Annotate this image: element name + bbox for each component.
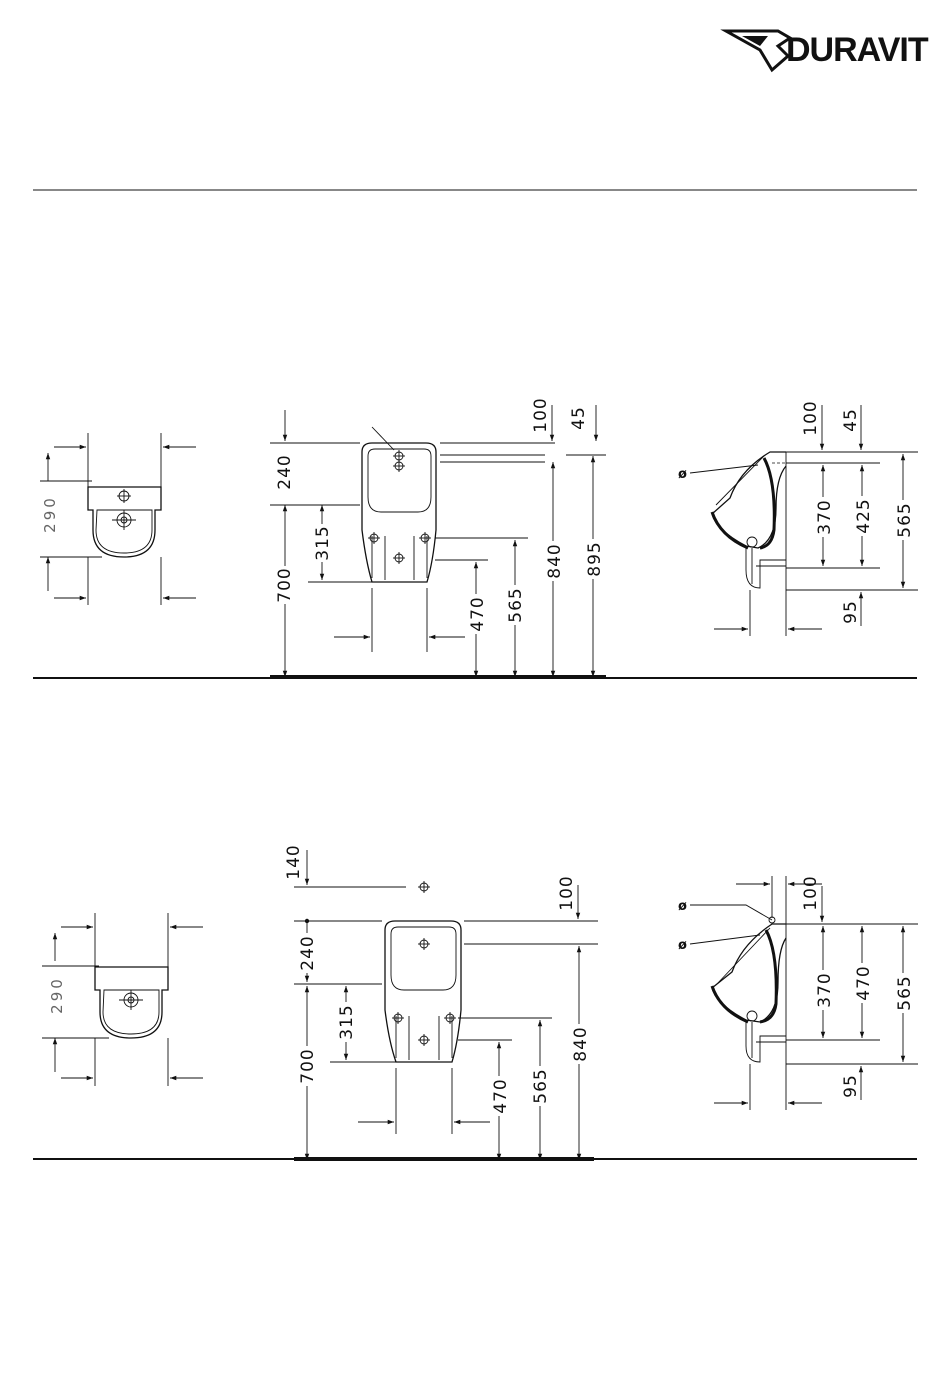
variant-bottom: 290 140 240: [33, 844, 918, 1161]
diameter-symbol-1: ø: [678, 899, 687, 914]
front-inlet-from-top-2: 100: [557, 875, 577, 910]
front-floor-to-bottom: 700: [275, 567, 295, 602]
front-lower-fixing-2: 470: [491, 1078, 511, 1113]
side-inlet-to-outlet-2: 470: [854, 965, 874, 1000]
side-rim-offset: 45: [841, 408, 861, 432]
front-top-offset-2: 240: [298, 935, 318, 970]
duravit-logo: DURAVIT: [726, 31, 929, 70]
side-overall-height-2: 565: [895, 975, 915, 1010]
side-fixing-spacing: 370: [815, 499, 835, 534]
side-inlet-from-top-2: 100: [801, 875, 821, 910]
side-overall-height: 565: [895, 502, 915, 537]
fixing-point-icon: [419, 532, 431, 544]
side-inlet-to-outlet: 425: [854, 498, 874, 533]
front-view-top: 240 700 315 100 45 470: [270, 397, 606, 677]
front-top-offset: 240: [275, 454, 295, 489]
front-lower-fixing: 470: [468, 596, 488, 631]
front-inlet-from-top: 100: [531, 397, 551, 432]
front-top-height: 895: [585, 541, 605, 576]
plan-view-bottom: 290: [42, 913, 203, 1086]
brand-name: DURAVIT: [786, 31, 929, 69]
fixing-point-icon: [418, 881, 430, 893]
front-fixing-spacing-2: 315: [337, 1004, 357, 1039]
front-supply-offset: 140: [284, 844, 304, 879]
fixing-point-icon: [418, 1034, 430, 1046]
side-view-top: ø 100 45 370 425 565: [678, 400, 918, 636]
fixing-point-icon: [418, 938, 430, 950]
plan-depth-label: 290: [41, 495, 59, 533]
plan-depth-label-2: 290: [48, 976, 66, 1014]
front-floor-to-bottom-2: 700: [298, 1048, 318, 1083]
fixing-point-icon: [393, 460, 405, 472]
front-rim-offset: 45: [569, 406, 589, 430]
front-upper-fixing: 565: [506, 587, 526, 622]
side-view-bottom: ø ø 100 370 470: [678, 875, 918, 1110]
diameter-symbol-2: ø: [678, 938, 687, 953]
side-outlet-offset: 95: [841, 600, 861, 624]
front-upper-fixing-2: 565: [531, 1068, 551, 1103]
fixing-point-icon: [393, 552, 405, 564]
plan-view-top: 290: [40, 433, 196, 605]
fixing-point-icon: [392, 1012, 404, 1024]
side-outlet-offset-2: 95: [841, 1074, 861, 1098]
front-inlet-height-2: 840: [571, 1026, 591, 1061]
side-inlet-from-top: 100: [801, 400, 821, 435]
front-fixing-spacing: 315: [313, 525, 333, 560]
variant-top: 290 240 700: [33, 397, 918, 679]
front-inlet-height: 840: [545, 543, 565, 578]
diameter-symbol: ø: [678, 467, 687, 482]
fixing-point-icon: [444, 1012, 456, 1024]
side-fixing-spacing-2: 370: [815, 972, 835, 1007]
front-view-bottom: 140 240 700 315 100 470: [284, 844, 598, 1160]
fixing-point-icon: [368, 532, 380, 544]
